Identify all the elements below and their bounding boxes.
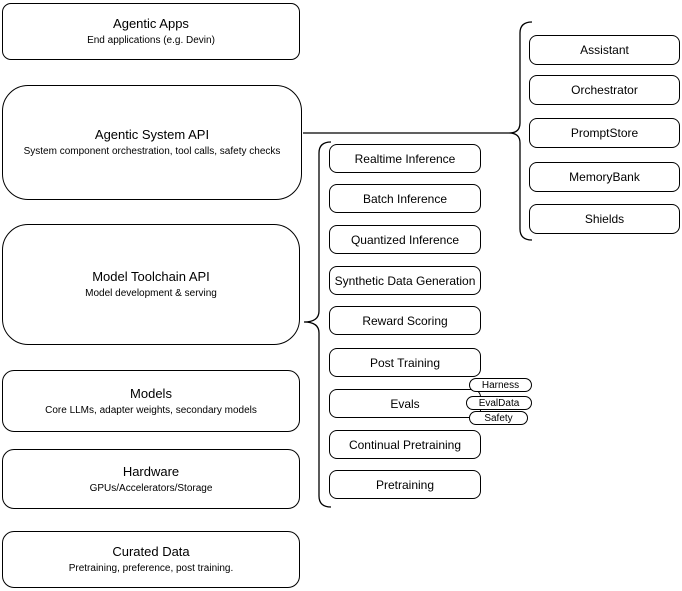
pill-harness-label: Harness [481,379,520,391]
node-promptstore: PromptStore [529,118,680,148]
node-model-toolchain-api: Model Toolchain API Model development & … [2,224,300,345]
node-shields-label: Shields [584,212,625,226]
node-quantized-inference: Quantized Inference [329,225,481,254]
node-quantized-inference-label: Quantized Inference [350,232,460,247]
node-realtime-inference-label: Realtime Inference [354,151,456,166]
node-assistant: Assistant [529,35,680,65]
node-memorybank-label: MemoryBank [569,170,640,184]
node-post-training: Post Training [329,348,481,377]
pill-safety: Safety [469,411,528,425]
node-continual-pretraining: Continual Pretraining [329,430,481,459]
node-assistant-label: Assistant [580,43,629,57]
toolchain-components-brace [303,141,332,508]
node-reward-scoring: Reward Scoring [329,306,481,335]
node-agentic-apps: Agentic Apps End applications (e.g. Devi… [2,3,300,60]
pill-evaldata-label: EvalData [478,397,520,409]
node-realtime-inference: Realtime Inference [329,144,481,173]
node-orchestrator-label: Orchestrator [571,83,638,97]
node-reward-scoring-label: Reward Scoring [362,313,448,328]
node-continual-pretraining-label: Continual Pretraining [348,437,462,452]
node-pretraining-label: Pretraining [375,477,435,492]
pill-harness: Harness [469,378,532,392]
node-batch-inference: Batch Inference [329,184,481,213]
node-agentic-system-api-title: Agentic System API [94,127,210,142]
node-model-toolchain-api-subtitle: Model development & serving [85,288,217,299]
pill-safety-label: Safety [484,412,513,424]
node-shields: Shields [529,204,680,234]
node-agentic-system-api: Agentic System API System component orch… [2,85,302,200]
node-models: Models Core LLMs, adapter weights, secon… [2,370,300,432]
node-model-toolchain-api-title: Model Toolchain API [92,269,210,284]
node-synthetic-data-generation-label: Synthetic Data Generation [334,273,476,288]
node-curated-data-subtitle: Pretraining, preference, post training. [68,563,234,574]
node-models-subtitle: Core LLMs, adapter weights, secondary mo… [45,404,257,416]
node-agentic-apps-subtitle: End applications (e.g. Devin) [87,35,215,46]
node-pretraining: Pretraining [329,470,481,499]
node-models-title: Models [130,385,172,401]
node-evals: Evals [329,389,481,418]
node-memorybank: MemoryBank [529,162,680,192]
node-curated-data: Curated Data Pretraining, preference, po… [2,531,300,588]
node-hardware-title: Hardware [122,463,180,479]
node-hardware-subtitle: GPUs/Accelerators/Storage [89,482,213,494]
node-hardware: Hardware GPUs/Accelerators/Storage [2,449,300,509]
pill-evaldata: EvalData [466,396,532,410]
node-orchestrator: Orchestrator [529,75,680,105]
node-curated-data-title: Curated Data [112,544,190,559]
node-post-training-label: Post Training [369,355,441,370]
node-agentic-apps-title: Agentic Apps [113,16,189,31]
node-evals-label: Evals [390,396,420,411]
node-batch-inference-label: Batch Inference [362,191,448,206]
node-synthetic-data-generation: Synthetic Data Generation [329,266,481,295]
node-promptstore-label: PromptStore [570,126,639,140]
node-agentic-system-api-subtitle: System component orchestration, tool cal… [23,146,281,157]
